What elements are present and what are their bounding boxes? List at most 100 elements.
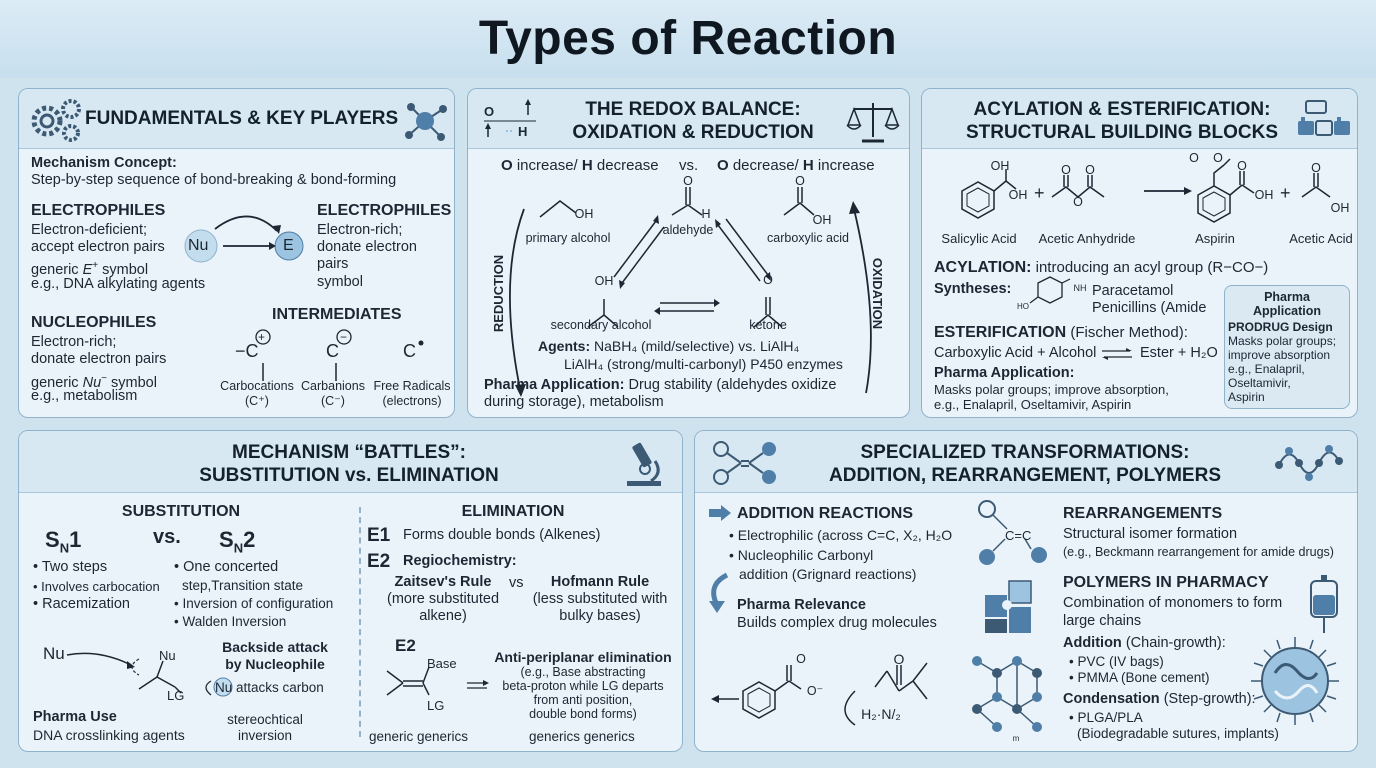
- plus-1: +: [1034, 183, 1045, 203]
- icon-h: H: [518, 124, 528, 139]
- acetic-acid-oh: OH: [1330, 201, 1350, 215]
- hofmann-line-1: (less substituted with: [532, 591, 668, 607]
- stereo-line-1: stereochtical: [227, 712, 303, 727]
- addition-line-2: • Nucleophilic Carbonyl: [729, 547, 874, 563]
- icon-o: O: [484, 104, 495, 119]
- zaitsev-line-2: alkene): [419, 608, 467, 624]
- puzzle-icon: [985, 580, 1032, 633]
- panel-title-line-1: ACYLATION & ESTERIFICATION:: [973, 99, 1271, 120]
- intermediates-heading: INTERMEDIATES: [272, 306, 402, 323]
- e2-diagram-label: E2: [395, 636, 416, 655]
- carbonyl-o: O: [796, 652, 806, 666]
- prodrug-sub: PRODRUG Design: [1228, 320, 1333, 334]
- carboxylic-acid-label: carboxylic acid: [767, 231, 849, 245]
- electrophiles-heading: ELECTROPHILES: [31, 202, 166, 219]
- agents-line-1: Agents: NaBH₄ (mild/selective) vs. LiAlH…: [538, 338, 800, 354]
- addition-polymers: Addition (Chain-growth):: [1063, 635, 1226, 651]
- sn2-point-1: • One concerted: [174, 559, 279, 575]
- panel-title-line-1: SPECIALIZED TRANSFORMATIONS:: [860, 442, 1190, 463]
- carbocation-note: (C⁺): [245, 394, 269, 408]
- pmma-item: • PMMA (Bone cement): [1069, 670, 1210, 685]
- regiochemistry-label: Regiochemistry:: [403, 553, 517, 569]
- prodrug-line-4: Oseltamivir,: [1228, 376, 1291, 390]
- prodrug-box: [1224, 285, 1350, 409]
- e2-label: E2: [367, 551, 391, 572]
- page-title: Types of Reaction: [478, 12, 898, 65]
- panel-redox: O H THE REDOX BALANCE: OXIDATION & REDUC…: [467, 88, 910, 418]
- redox-cycle-diagram: [509, 187, 872, 397]
- prodrug-head-1: Pharma: [1264, 290, 1310, 304]
- radical-name: Free Radicals: [373, 379, 451, 393]
- nucleophile-line-4: e.g., metabolism: [31, 388, 138, 404]
- pharma-use-label: Pharma Use: [33, 709, 117, 725]
- electrophiles-heading-right: ELECTROPHILES: [317, 202, 452, 219]
- acetic-acid-label: Acetic Acid: [1289, 231, 1353, 246]
- e-label: E: [283, 237, 294, 254]
- aspirin-o-2: O: [1213, 151, 1223, 165]
- e2-alkene-diagram: [386, 666, 489, 696]
- carbanion-name: Carbanions: [301, 379, 365, 393]
- molecule-links-icon: [713, 441, 776, 485]
- generic-left: generic generics: [369, 729, 469, 744]
- gears-icon: [31, 99, 81, 142]
- secondary-alcohol-label: secondary alcohol: [550, 318, 652, 332]
- nu-on-carbon: Nu: [159, 648, 176, 663]
- carbocation-name: Carbocations: [220, 379, 294, 393]
- base-label: Base: [427, 656, 457, 671]
- panel-title-line-1: MECHANISM “BATTLES”:: [232, 442, 466, 463]
- polymers-line-2: large chains: [1063, 613, 1142, 629]
- panel-acylation: ACYLATION & ESTERIFICATION: STRUCTURAL B…: [921, 88, 1358, 418]
- salicylic-oh-top: OH: [990, 159, 1010, 173]
- prodrug-head-2: Application: [1252, 304, 1322, 318]
- paracetamol-ho: HO: [1017, 302, 1029, 311]
- carbocation-symbol: −C: [235, 341, 259, 361]
- panel-title-line-2: SUBSTITUTION vs. ELIMINATION: [199, 465, 499, 486]
- equilibrium-arrow: [1102, 348, 1132, 360]
- electrophile-line-3: generic E+ symbol: [31, 260, 149, 278]
- panel-title-line-1: THE REDOX BALANCE:: [585, 99, 801, 120]
- sn1-point-3: • Racemization: [33, 596, 130, 612]
- polymer-chain-icon: [1275, 445, 1343, 481]
- carboxylic-oh: OH: [812, 213, 832, 227]
- carboxylic-o: O: [795, 174, 805, 188]
- paracetamol-structure: [1029, 276, 1071, 304]
- ester-equation-right: Ester + H₂O: [1140, 345, 1218, 361]
- panel-header: [922, 89, 1357, 149]
- sn1-label: SN1: [45, 527, 82, 556]
- panel-header: [695, 431, 1357, 493]
- synthesis-line-1: Paracetamol: [1092, 283, 1174, 299]
- prodrug-line-1: Masks polar groups;: [1228, 334, 1337, 348]
- panel-title-line-2: ADDITION, REARRANGEMENT, POLYMERS: [829, 465, 1221, 486]
- panel-mechanism: MECHANISM “BATTLES”: SUBSTITUTION vs. EL…: [18, 430, 683, 752]
- panel-title-line-2: STRUCTURAL BUILDING BLOCKS: [965, 122, 1279, 143]
- anti-line-1: (e.g., Base abstracting: [520, 665, 646, 679]
- redox-pharma-line-2: during storage), metabolism: [484, 394, 664, 410]
- panel-specialized: SPECIALIZED TRANSFORMATIONS: ADDITION, R…: [694, 430, 1358, 752]
- plga-item: • PLGA/PLA: [1069, 710, 1143, 725]
- radical-dot: [418, 340, 424, 346]
- polymers-heading: POLYMERS IN PHARMACY: [1063, 574, 1269, 591]
- acetic-anhydride-label: Acetic Anhydride: [1038, 231, 1136, 246]
- nucleophile-line-3: generic Nu− symbol: [31, 373, 157, 391]
- paracetamol-nh: NH: [1073, 283, 1087, 293]
- acyl-pharma-label: Pharma Application:: [934, 365, 1075, 381]
- e1-label: E1: [367, 525, 391, 546]
- reduction-rule: O decrease/ H increase: [717, 157, 875, 174]
- zaitsev-line-1: (more substituted: [386, 591, 500, 607]
- sn-vs: vs.: [153, 526, 181, 548]
- amine-label: H₂·N/₂: [861, 706, 901, 722]
- electrophile-right-line-4: symbol: [317, 274, 363, 290]
- grignard-diagram: [711, 662, 928, 726]
- sn2-attack-diagram: [66, 652, 182, 694]
- aspirin-o-3: O: [1237, 159, 1247, 173]
- salicylic-oh-side: OH: [1008, 188, 1028, 202]
- oxidation-rule: O increase/ H decrease: [501, 157, 659, 174]
- up-arrows-icon: [484, 99, 536, 137]
- primary-alcohol-oh: OH: [574, 207, 594, 221]
- electrophile-right-line-2: donate electron: [317, 239, 417, 255]
- plga-note: (Biodegradable sutures, implants): [1077, 726, 1279, 741]
- anti-line-4: double bond forms): [529, 707, 637, 721]
- nucleophile-line-1: Electron-rich;: [31, 334, 117, 350]
- title-bar: Types of Reaction: [0, 0, 1376, 78]
- aspirin-o: O: [1189, 151, 1199, 165]
